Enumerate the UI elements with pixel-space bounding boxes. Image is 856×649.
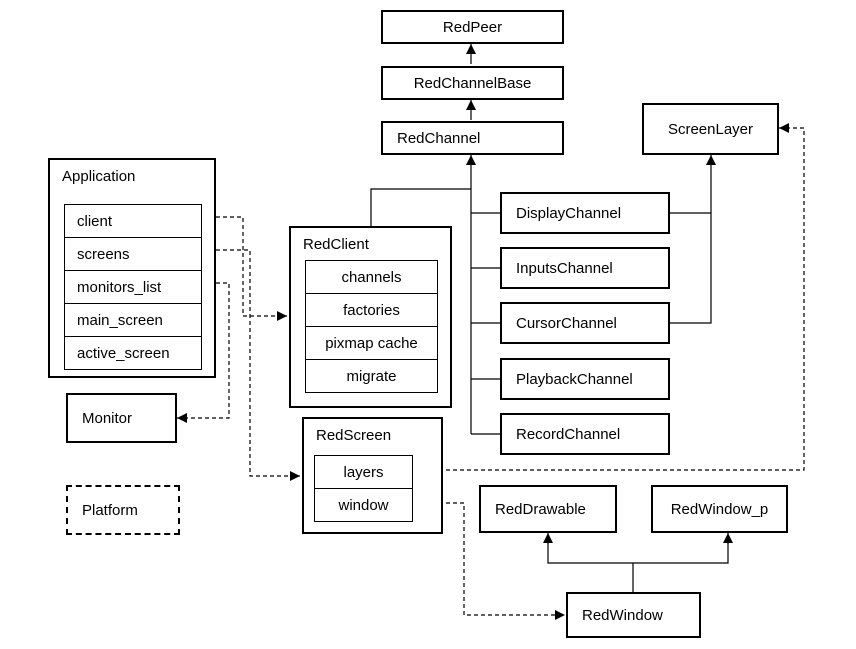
field-active-screen-label: active_screen bbox=[77, 344, 170, 362]
class-application: Application client screens monitors_list… bbox=[48, 158, 216, 378]
field-migrate-label: migrate bbox=[346, 367, 397, 385]
field-active-screen: active_screen bbox=[64, 336, 202, 370]
field-screens-label: screens bbox=[77, 245, 130, 263]
field-screens: screens bbox=[64, 237, 202, 271]
field-window-label: window bbox=[338, 496, 389, 514]
class-redwindow-p: RedWindow_p bbox=[651, 485, 788, 533]
class-playbackchannel: PlaybackChannel bbox=[500, 358, 670, 400]
class-redwindow-label: RedWindow bbox=[582, 606, 663, 624]
class-monitor: Monitor bbox=[66, 393, 177, 443]
class-recordchannel-label: RecordChannel bbox=[516, 425, 621, 443]
field-factories: factories bbox=[305, 293, 438, 327]
assoc-monitors-monitor bbox=[177, 282, 230, 423]
class-platform-label: Platform bbox=[82, 501, 138, 519]
assoc-layers-screenlayer bbox=[411, 123, 805, 471]
class-redpeer-label: RedPeer bbox=[442, 18, 503, 36]
class-redchannelbase: RedChannelBase bbox=[381, 66, 564, 100]
class-screenlayer-label: ScreenLayer bbox=[667, 120, 754, 138]
class-inputschannel: InputsChannel bbox=[500, 247, 670, 289]
field-migrate: migrate bbox=[305, 359, 438, 393]
class-reddrawable: RedDrawable bbox=[479, 485, 617, 533]
class-cursorchannel-label: CursorChannel bbox=[516, 314, 617, 332]
class-application-title: Application bbox=[62, 168, 136, 185]
assoc-window-redwindow bbox=[411, 502, 565, 620]
field-channels-label: channels bbox=[341, 268, 402, 286]
field-pixmap-cache: pixmap cache bbox=[305, 326, 438, 360]
inherit-branch-redclient bbox=[370, 188, 471, 226]
class-displaychannel-label: DisplayChannel bbox=[516, 204, 622, 222]
field-layers-label: layers bbox=[343, 463, 384, 481]
class-redchannel-label: RedChannel bbox=[397, 129, 481, 147]
class-reddrawable-label: RedDrawable bbox=[495, 500, 586, 518]
class-redscreen: RedScreen layers window bbox=[302, 417, 443, 534]
class-redscreen-title: RedScreen bbox=[316, 427, 392, 444]
assoc-screens-redscreen bbox=[202, 249, 300, 481]
class-inputschannel-label: InputsChannel bbox=[516, 259, 613, 277]
assoc-client-redclient bbox=[202, 216, 287, 321]
class-playbackchannel-label: PlaybackChannel bbox=[516, 370, 633, 388]
field-main-screen: main_screen bbox=[64, 303, 202, 337]
field-client: client bbox=[64, 204, 202, 238]
class-screenlayer: ScreenLayer bbox=[642, 103, 779, 155]
class-platform: Platform bbox=[66, 485, 180, 535]
class-redwindow: RedWindow bbox=[566, 592, 701, 638]
class-redclient-title: RedClient bbox=[303, 236, 369, 253]
class-redchannel: RedChannel bbox=[381, 121, 564, 155]
field-client-label: client bbox=[77, 212, 113, 230]
field-window: window bbox=[314, 488, 413, 522]
field-main-screen-label: main_screen bbox=[77, 311, 163, 329]
field-channels: channels bbox=[305, 260, 438, 294]
class-redwindow-p-label: RedWindow_p bbox=[670, 500, 769, 518]
class-recordchannel: RecordChannel bbox=[500, 413, 670, 455]
class-redpeer: RedPeer bbox=[381, 10, 564, 44]
field-monitors-list: monitors_list bbox=[64, 270, 202, 304]
class-monitor-label: Monitor bbox=[82, 409, 133, 427]
field-factories-label: factories bbox=[343, 301, 400, 319]
field-layers: layers bbox=[314, 455, 413, 489]
class-redclient: RedClient channels factories pixmap cach… bbox=[289, 226, 452, 408]
class-displaychannel: DisplayChannel bbox=[500, 192, 670, 234]
class-cursorchannel: CursorChannel bbox=[500, 302, 670, 344]
class-redchannelbase-label: RedChannelBase bbox=[413, 74, 532, 92]
field-pixmap-cache-label: pixmap cache bbox=[325, 334, 418, 352]
field-monitors-list-label: monitors_list bbox=[77, 278, 162, 296]
